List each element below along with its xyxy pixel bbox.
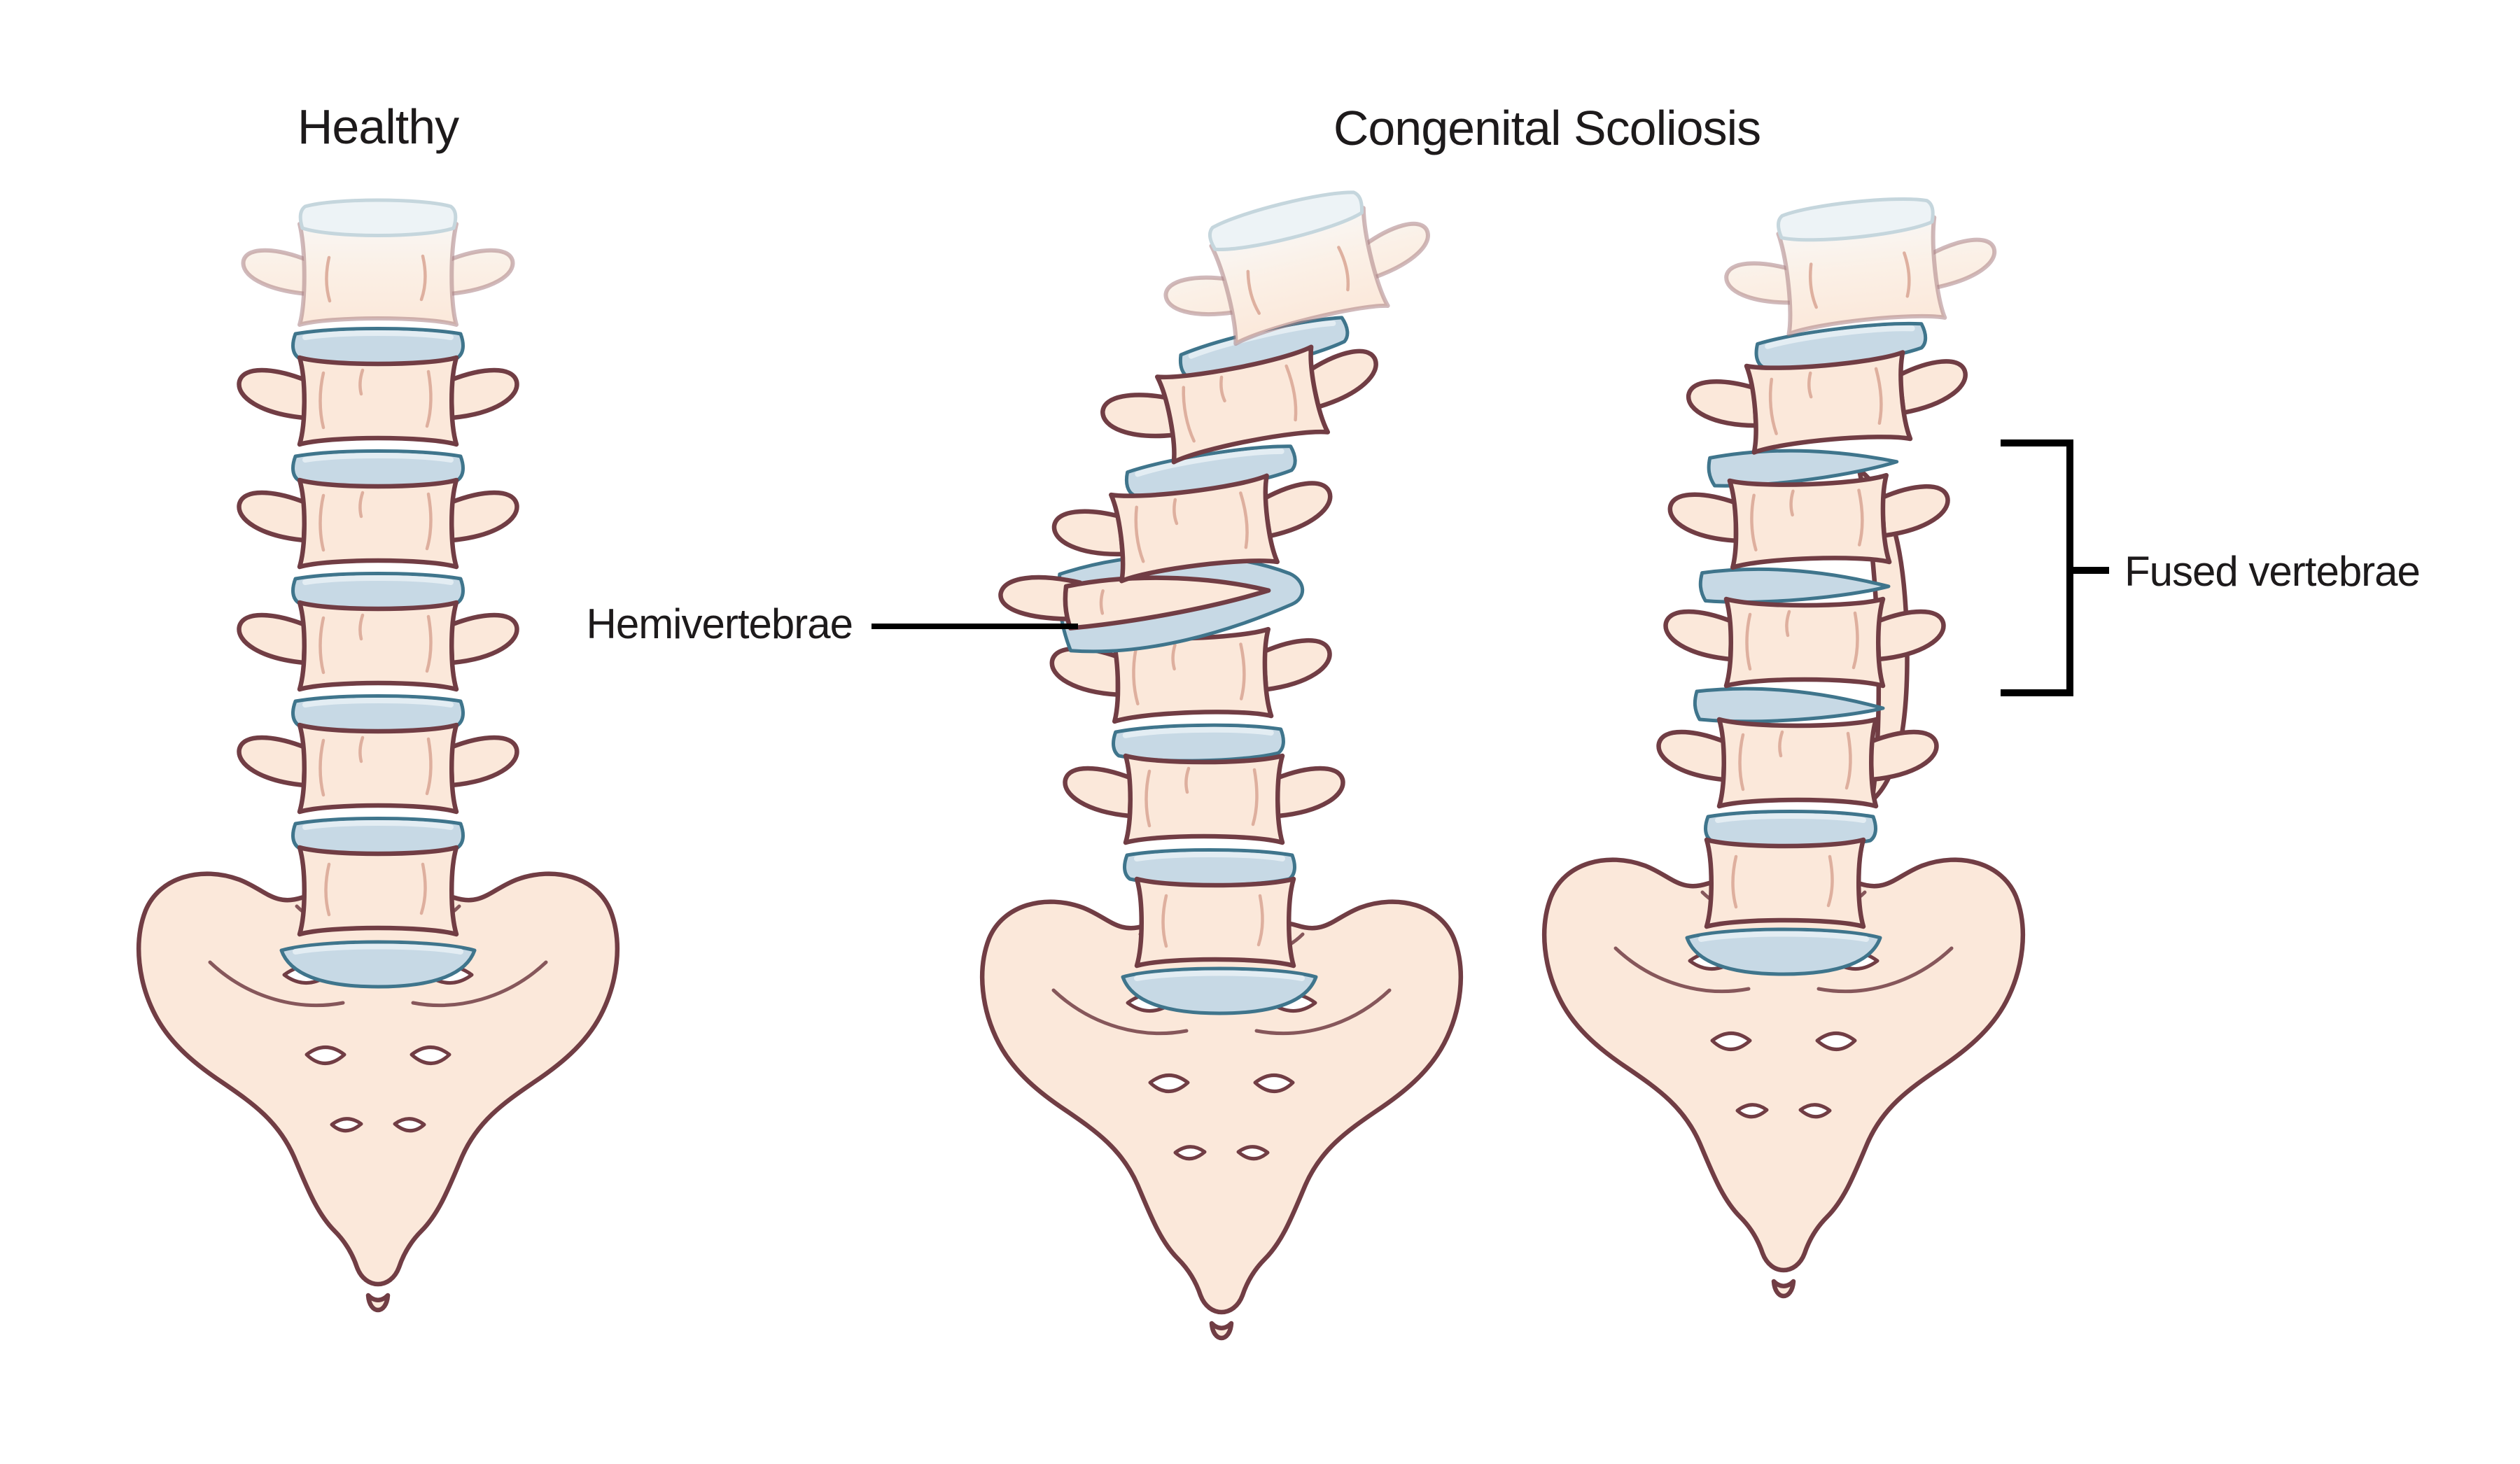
fused-vertebrae-spine-illustration (1544, 188, 2023, 1296)
congenital-scoliosis-title: Congenital Scoliosis (1334, 101, 1760, 155)
fused-vertebrae-label: Fused vertebrae (2124, 548, 2420, 595)
vertebra (1065, 756, 1343, 843)
vertebra-l5 (1707, 840, 1863, 927)
faded-top-vertebra (1720, 188, 2001, 339)
vertebra (239, 358, 517, 444)
vertebra-l5 (300, 847, 456, 934)
hemivertebrae-spine-illustration (982, 171, 1461, 1338)
vertebra (1686, 347, 1970, 458)
vertebra (1659, 719, 1937, 806)
disc (293, 819, 463, 854)
hemivertebrae-label: Hemivertebrae (587, 600, 853, 647)
pinched-disc (1695, 689, 1883, 722)
sacrum (1544, 860, 2023, 1296)
vertebra (239, 725, 517, 812)
fused-vertebrae-bracket (2001, 439, 2109, 696)
disc (293, 696, 463, 732)
faded-top-vertebra (244, 200, 513, 325)
vertebra (239, 603, 517, 689)
healthy-spine-illustration (139, 200, 617, 1310)
fused-vertebra (1669, 473, 1949, 570)
vertebra (239, 480, 517, 567)
vertebra-l5 (1137, 879, 1294, 966)
disc (293, 451, 463, 487)
healthy-title: Healthy (298, 99, 459, 154)
sacrum (139, 874, 617, 1310)
disc (293, 574, 463, 610)
disc (293, 329, 463, 365)
